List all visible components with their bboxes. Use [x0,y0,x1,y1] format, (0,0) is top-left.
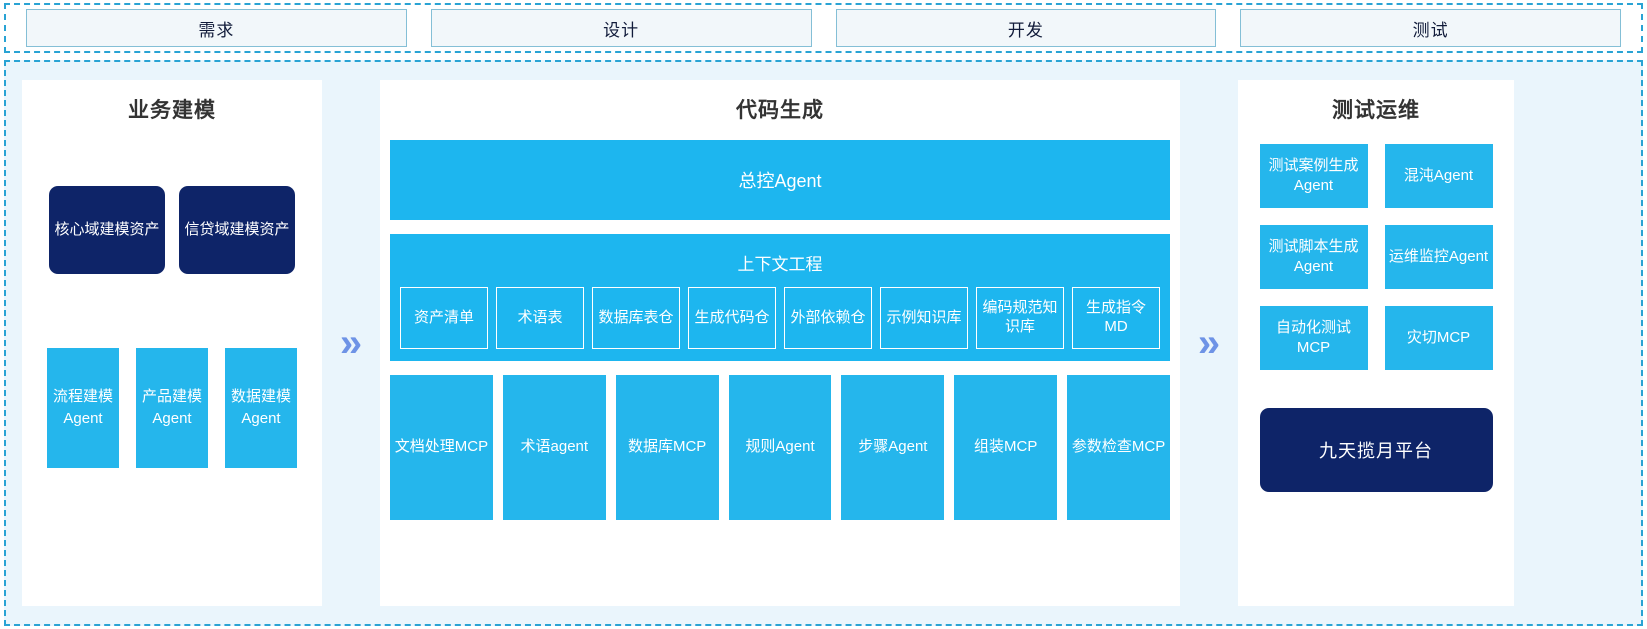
stage-container: 业务建模 核心域建模资产 信贷域建模资产 流程建模Agent 产品建模Agent… [4,60,1643,626]
ops-box-test-script-generation-agent[interactable]: 测试脚本生成Agent [1259,225,1368,289]
tool-box-database-mcp[interactable]: 数据库MCP [615,375,719,520]
tool-label: 文档处理MCP [394,438,489,456]
ops-box-test-case-generation-agent[interactable]: 测试案例生成Agent [1259,144,1368,208]
ops-label: 运维监控Agent [1388,247,1489,265]
context-label: 示例知识库 [886,308,962,326]
context-engineering-title: 上下文工程 [737,255,823,274]
phase-box-requirements[interactable]: 需求 [26,9,407,47]
context-label: 生成代码仓 [694,308,770,326]
panel-code-generation: 代码生成 总控Agent 上下文工程 资产清单 术语表 [380,80,1180,606]
arrow-glyph: » [339,321,363,365]
context-box-example-knowledge-base[interactable]: 示例知识库 [880,287,968,349]
context-box-generated-code-repo[interactable]: 生成代码仓 [688,287,776,349]
phase-box-development[interactable]: 开发 [835,9,1217,47]
arrow-glyph: » [1197,321,1221,365]
tool-label: 参数检查MCP [1071,438,1166,456]
agent-label: 产品建模Agent [141,388,202,427]
tool-label: 术语agent [520,438,589,456]
double-chevron-right-icon-2: » [1180,80,1238,606]
ops-label: 灾切MCP [1406,328,1471,346]
code-tool-row: 文档处理MCP 术语agent 数据库MCP 规则Agent 步骤Agent [390,375,1171,520]
tool-label: 数据库MCP [627,438,707,456]
context-box-db-table-repo[interactable]: 数据库表仓 [592,287,680,349]
context-box-generation-instruction-md[interactable]: 生成指令MD [1072,287,1160,349]
panel-title-business-modeling: 业务建模 [128,99,216,122]
context-item-row: 资产清单 术语表 数据库表仓 生成代码仓 外部依赖仓 [400,287,1160,349]
context-box-asset-list[interactable]: 资产清单 [400,287,488,349]
asset-box-credit-domain[interactable]: 信贷域建模资产 [179,186,295,274]
phase-box-testing[interactable]: 测试 [1240,9,1621,47]
ops-label: 测试案例生成Agent [1268,156,1359,194]
platform-box-jiutian-lanyue[interactable]: 九天揽月平台 [1259,408,1493,492]
ops-box-chaos-agent[interactable]: 混沌Agent [1384,144,1493,208]
panel-title-code-generation: 代码生成 [736,99,824,122]
agent-box-process-modeling[interactable]: 流程建模Agent [47,348,119,468]
context-label: 数据库表仓 [598,308,674,326]
panel-business-modeling: 业务建模 核心域建模资产 信贷域建模资产 流程建模Agent 产品建模Agent… [22,80,322,606]
panel-test-ops: 测试运维 测试案例生成Agent 混沌Agent 测试脚本生成Agent 运维监… [1238,80,1514,606]
tool-label: 组装MCP [974,438,1038,456]
business-agent-row: 流程建模Agent 产品建模Agent 数据建模Agent [47,348,297,468]
context-engineering-block: 上下文工程 资产清单 术语表 数据库表仓 生成代码仓 [390,234,1170,361]
context-box-coding-standard-knowledge-base[interactable]: 编码规范知识库 [976,287,1064,349]
tool-box-parameter-check-mcp[interactable]: 参数检查MCP [1067,375,1171,520]
ops-box-automated-test-mcp[interactable]: 自动化测试MCP [1259,306,1368,370]
agent-box-data-modeling[interactable]: 数据建模Agent [225,348,297,468]
ops-box-disaster-switch-mcp[interactable]: 灾切MCP [1384,306,1493,370]
phase-label: 开发 [1007,20,1044,40]
phase-box-design[interactable]: 设计 [430,9,812,47]
asset-label: 核心域建模资产 [54,220,160,238]
tool-label: 步骤Agent [858,438,928,456]
context-label: 编码规范知识库 [982,299,1058,335]
double-chevron-right-icon: » [322,80,380,606]
ops-label: 混沌Agent [1403,166,1474,184]
master-agent-label: 总控Agent [738,171,822,191]
ops-box-ops-monitoring-agent[interactable]: 运维监控Agent [1384,225,1493,289]
phase-label: 需求 [198,20,235,40]
agent-label: 数据建模Agent [230,388,291,427]
context-label: 外部依赖仓 [790,308,866,326]
tool-box-rule-agent[interactable]: 规则Agent [728,375,832,520]
master-agent-bar[interactable]: 总控Agent [390,140,1170,220]
ops-label: 测试脚本生成Agent [1268,237,1359,275]
phase-label: 设计 [603,20,640,40]
tool-box-glossary-agent[interactable]: 术语agent [502,375,606,520]
context-label: 生成指令MD [1085,299,1146,335]
tool-box-assembly-mcp[interactable]: 组装MCP [954,375,1058,520]
test-ops-grid: 测试案例生成Agent 混沌Agent 测试脚本生成Agent 运维监控Agen… [1259,144,1493,370]
context-label: 术语表 [517,308,563,326]
context-box-external-dependency-repo[interactable]: 外部依赖仓 [784,287,872,349]
phase-strip: 需求 设计 开发 测试 [4,3,1643,53]
code-generation-inner: 总控Agent 上下文工程 资产清单 术语表 数据库表仓 [390,140,1171,520]
asset-box-core-domain[interactable]: 核心域建模资产 [49,186,165,274]
context-box-glossary[interactable]: 术语表 [496,287,584,349]
context-label: 资产清单 [413,308,474,326]
tool-box-document-processing-mcp[interactable]: 文档处理MCP [390,375,493,520]
business-asset-row: 核心域建模资产 信贷域建模资产 [49,186,295,274]
panel-title-test-ops: 测试运维 [1332,99,1420,122]
tool-box-step-agent[interactable]: 步骤Agent [841,375,945,520]
asset-label: 信贷域建模资产 [184,220,290,238]
tool-label: 规则Agent [745,438,815,456]
phase-label: 测试 [1412,20,1449,40]
agent-box-product-modeling[interactable]: 产品建模Agent [136,348,208,468]
agent-label: 流程建模Agent [52,388,113,427]
ops-label: 自动化测试MCP [1275,318,1351,356]
platform-label: 九天揽月平台 [1319,441,1433,461]
